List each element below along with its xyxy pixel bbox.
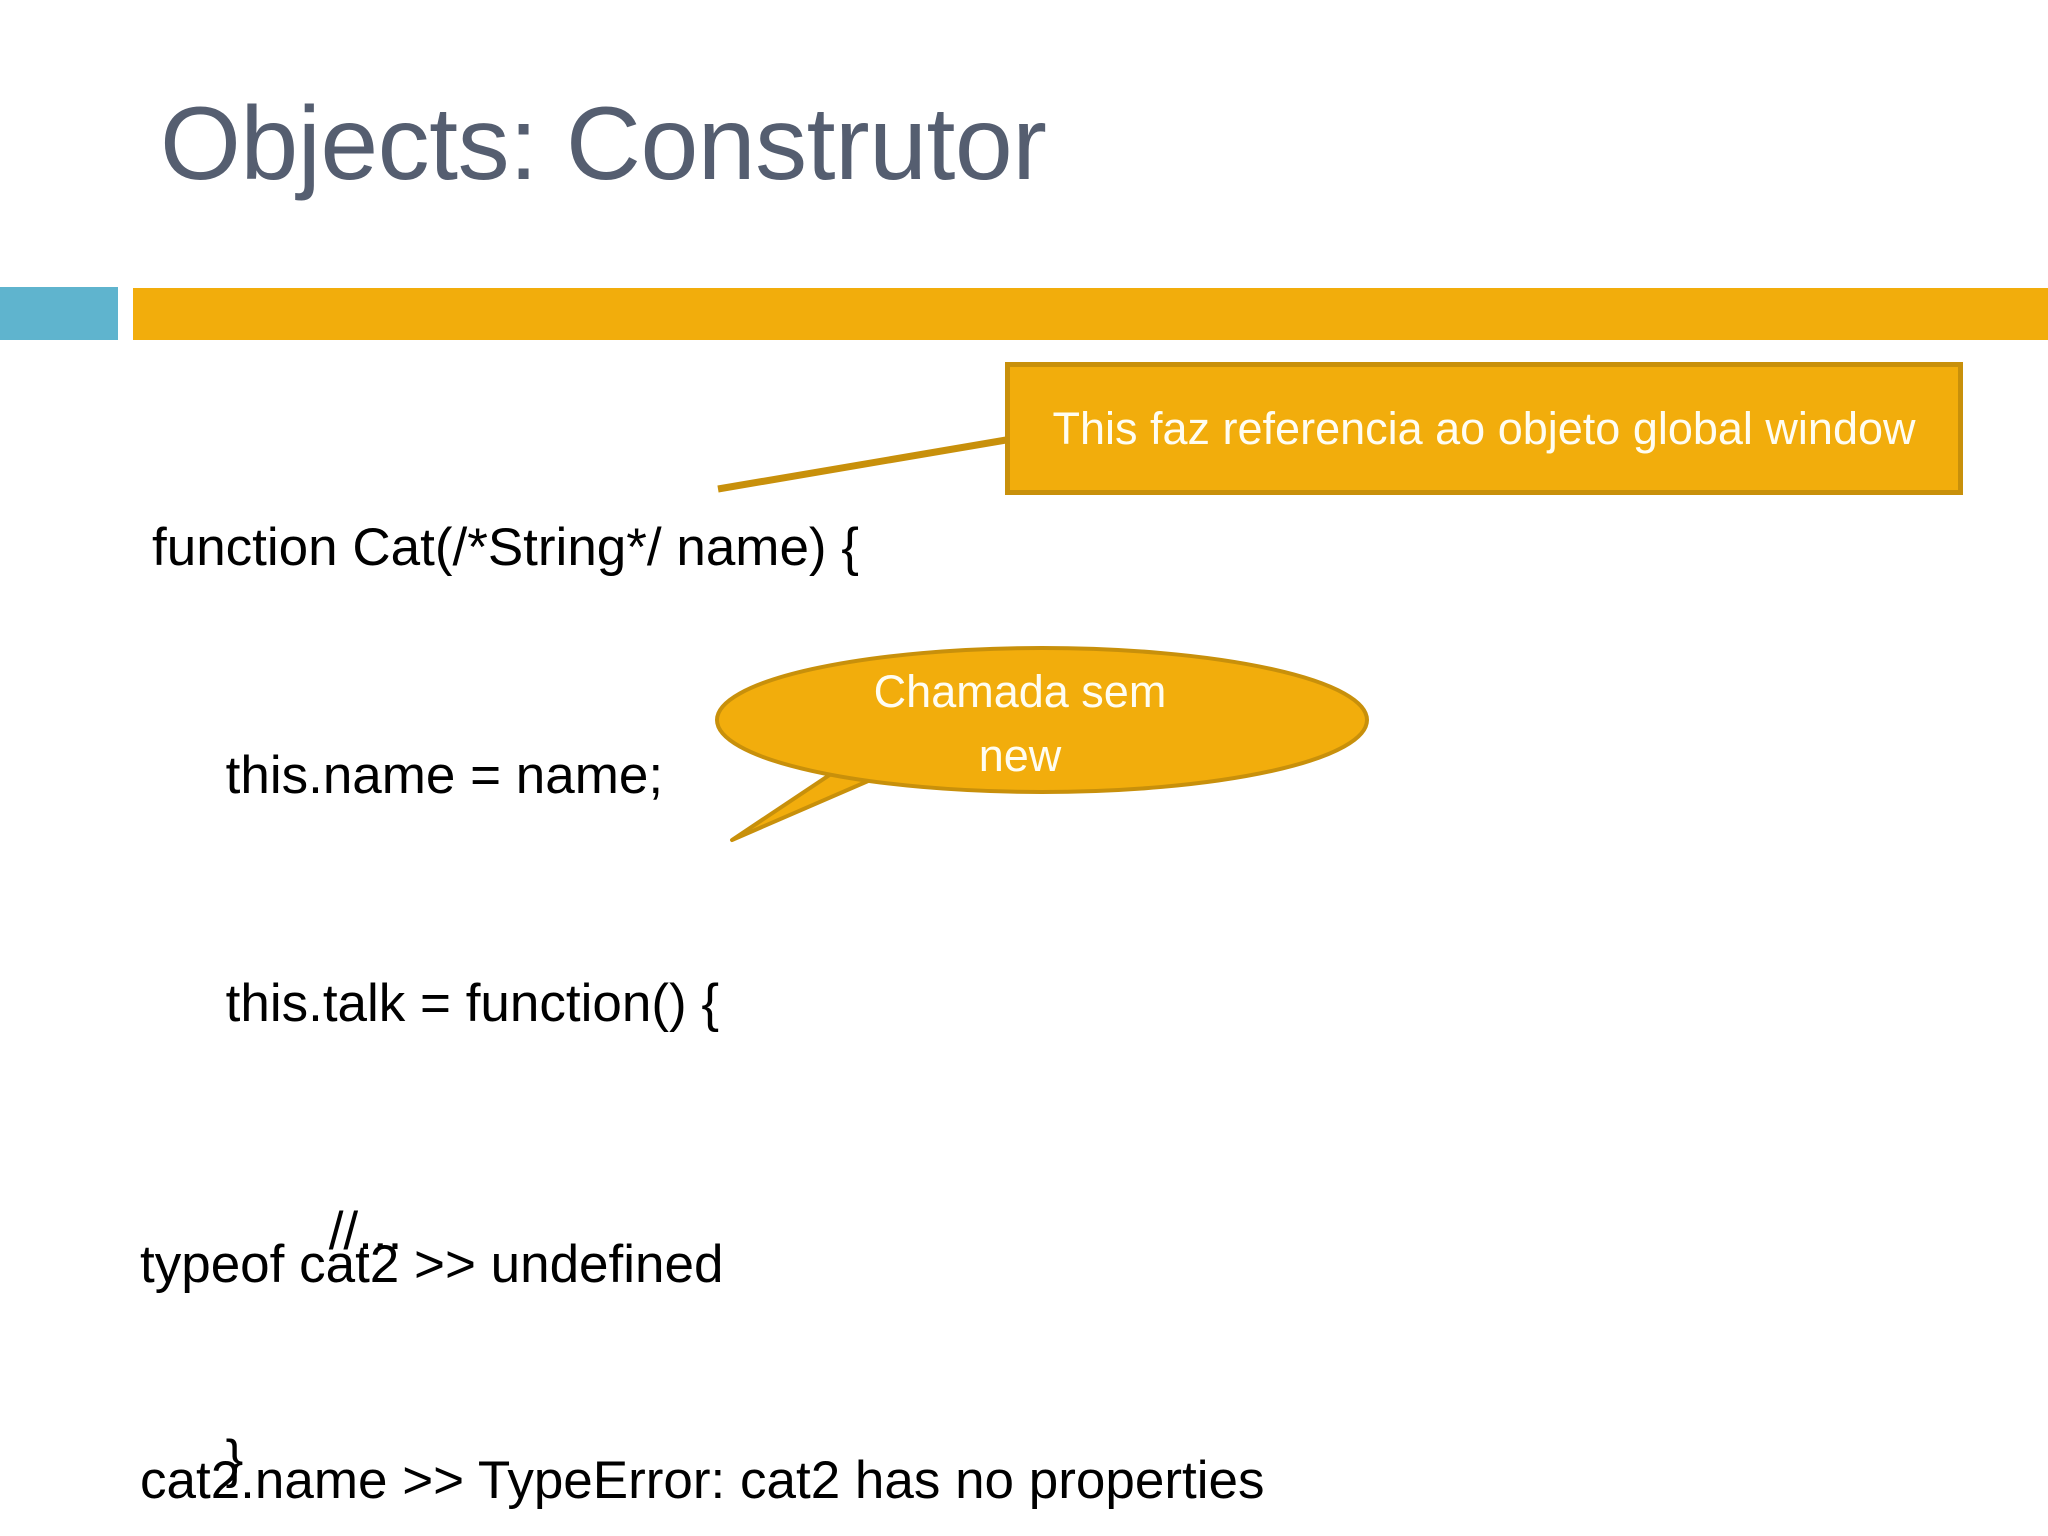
divider-accent-blue	[0, 287, 118, 340]
code-line: }	[152, 1430, 244, 1489]
output-line: typeof cat2 >> undefined	[140, 1235, 724, 1294]
callout-this-global-window: This faz referencia ao objeto global win…	[1005, 362, 1963, 495]
code-line: //...	[152, 1202, 403, 1261]
output-block: typeof cat2 >> undefined cat2.name >> Ty…	[140, 1085, 1640, 1536]
output-line: cat2.name >> TypeError: cat2 has no prop…	[140, 1451, 1265, 1510]
code-line: this.talk = function() {	[152, 974, 720, 1033]
divider-accent-orange	[133, 288, 2048, 340]
code-block: function Cat(/*String*/ name) { this.nam…	[152, 358, 1352, 1536]
callout-rect-label: This faz referencia ao objeto global win…	[1052, 402, 1916, 454]
code-line: function Cat(/*String*/ name) {	[152, 518, 860, 577]
code-line: this.name = name;	[152, 746, 664, 805]
page-title: Objects: Construtor	[160, 86, 1047, 202]
